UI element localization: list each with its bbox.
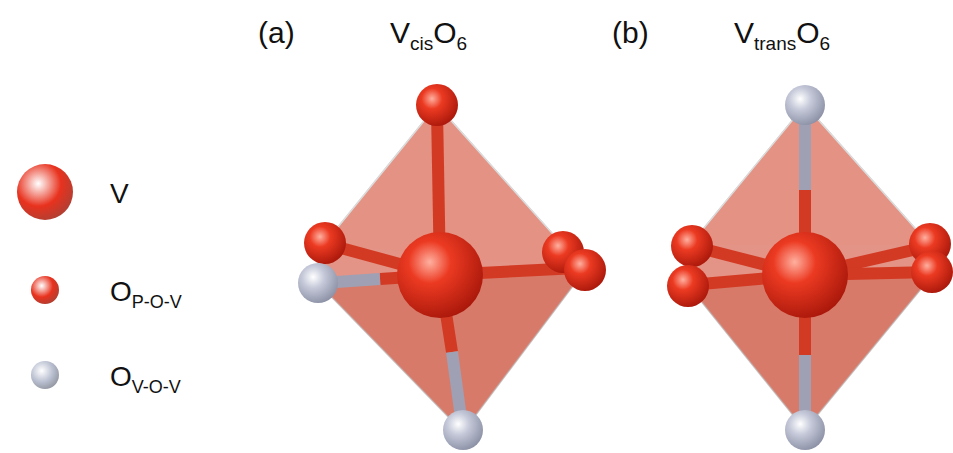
panel-title: (a) — [258, 18, 295, 48]
subscript: trans — [754, 34, 796, 53]
legend-text: O — [110, 363, 132, 391]
legend-text: O — [110, 278, 132, 306]
panel-label: O — [796, 18, 819, 48]
subscript: V-O-V — [132, 378, 181, 396]
legend-text: V — [110, 180, 129, 208]
subscript: 6 — [457, 34, 468, 53]
legend-swatch — [31, 361, 59, 389]
vcis-octahedron — [298, 84, 606, 450]
panel-title: VtransO6 — [734, 18, 830, 48]
panel-label: (a) — [258, 18, 295, 48]
legend-swatch — [31, 276, 59, 304]
panel-label: V — [390, 18, 410, 48]
subscript: cis — [410, 34, 433, 53]
subscript: P-O-V — [132, 293, 182, 311]
legend-entry: OV-O-V — [110, 363, 181, 391]
vtrans-octahedron — [667, 85, 953, 450]
panel-label: V — [734, 18, 754, 48]
panel-label: O — [433, 18, 456, 48]
subscript: 6 — [820, 34, 831, 53]
legend-entry: V — [110, 180, 129, 208]
panel-title: VcisO6 — [390, 18, 467, 48]
panel-label: (b) — [612, 18, 649, 48]
legend-swatch — [17, 164, 73, 220]
panel-title: (b) — [612, 18, 649, 48]
legend-entry: OP-O-V — [110, 278, 182, 306]
